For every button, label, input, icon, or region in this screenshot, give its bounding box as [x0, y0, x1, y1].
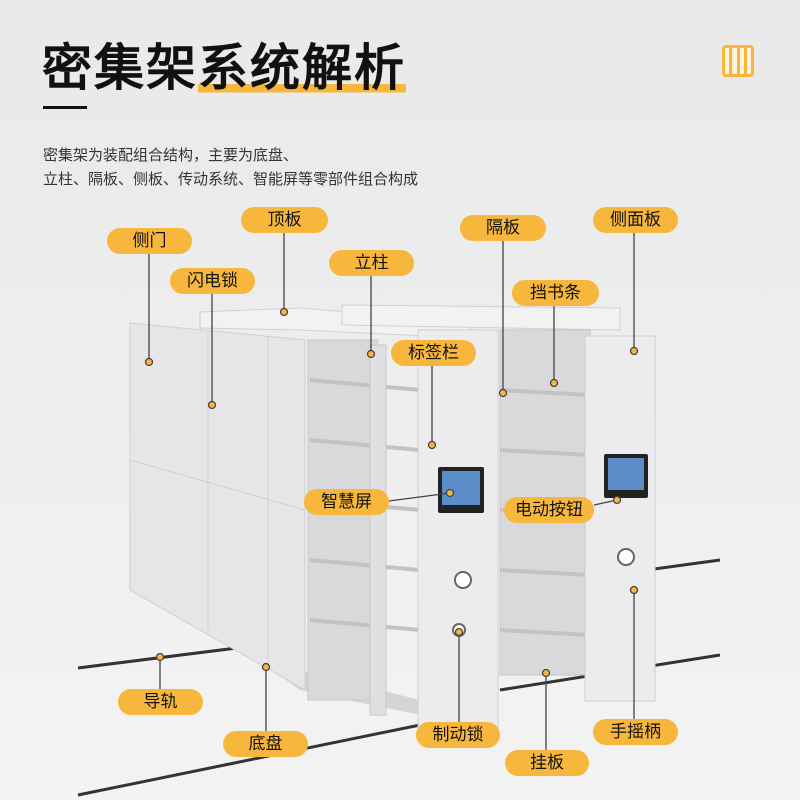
label-side-panel: 侧面板 [593, 207, 678, 233]
label-rail: 导轨 [118, 689, 203, 715]
title-part: 密集架 [42, 39, 198, 97]
label-book-stop: 挡书条 [512, 280, 599, 306]
label-electric-button: 电动按钮 [504, 497, 594, 523]
column [369, 344, 387, 716]
description-line: 立柱、隔板、侧板、传动系统、智能屏等零部件组合构成 [43, 170, 419, 188]
label-smart-screen: 智慧屏 [304, 489, 389, 515]
description-line: 密集架为装配组合结构，主要为底盘、 [43, 146, 299, 164]
label-flash-lock: 闪电锁 [170, 268, 255, 294]
label-label-bar: 标签栏 [391, 340, 476, 366]
label-brake-lock: 制动锁 [416, 722, 500, 748]
description: 密集架为装配组合结构，主要为底盘、立柱、隔板、侧板、传动系统、智能屏等零部件组合… [43, 143, 418, 191]
side-panel-right [584, 335, 656, 702]
title-divider [43, 106, 87, 109]
label-top-plate: 顶板 [241, 207, 328, 233]
label-side-door: 侧门 [107, 228, 192, 254]
label-column: 立柱 [329, 250, 414, 276]
hand-crank [454, 571, 472, 589]
title-highlight: 系统解析 [198, 39, 406, 97]
shelf-logo-icon [722, 45, 754, 77]
leader-lines [144, 233, 639, 750]
side-door [129, 322, 306, 691]
label-hanging-plate: 挂板 [505, 750, 589, 776]
page-title: 密集架系统解析 [42, 28, 406, 100]
label-partition: 隔板 [460, 215, 546, 241]
side-panel-front [417, 329, 499, 731]
label-hand-crank: 手摇柄 [593, 719, 678, 745]
label-chassis: 底盘 [223, 731, 308, 757]
